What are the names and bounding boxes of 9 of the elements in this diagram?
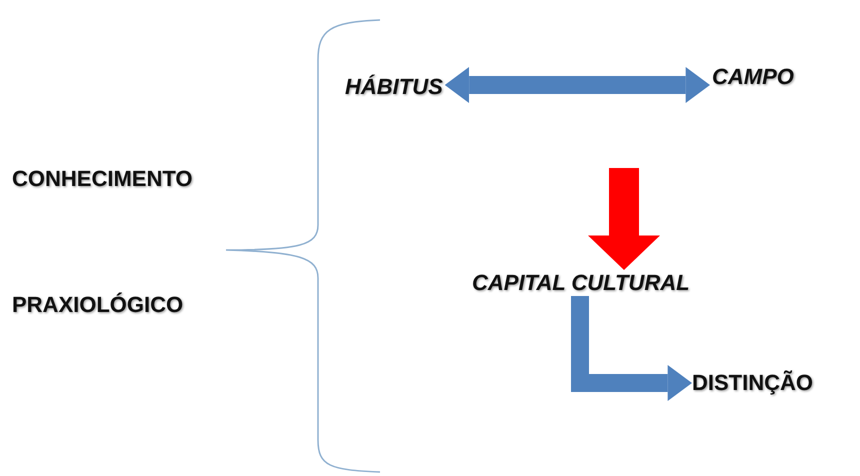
block-arrow <box>571 296 692 401</box>
block-arrow <box>444 67 710 103</box>
concept-label: CAPITAL CULTURAL <box>472 270 690 296</box>
concept-label: HÁBITUS <box>345 74 443 100</box>
concept-label: CAMPO <box>712 64 794 90</box>
concept-label: DISTINÇÃO <box>692 370 813 396</box>
block-arrow <box>588 168 660 270</box>
concept-label: CONHECIMENTO <box>12 166 192 192</box>
concept-label: PRAXIOLÓGICO <box>12 292 184 318</box>
